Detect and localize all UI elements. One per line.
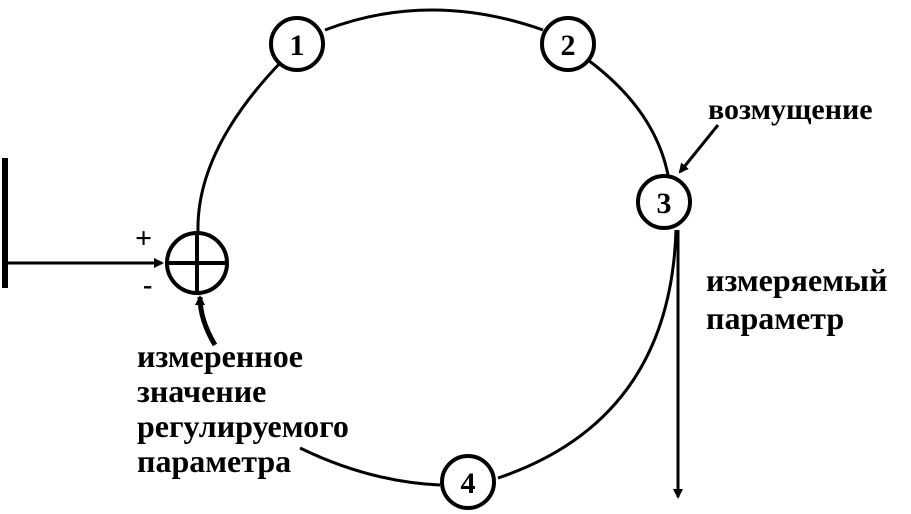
loop-arc-2-to-3 [587, 58, 670, 176]
disturbance-label: возмущение [708, 93, 873, 126]
loop-arc-4-to-label [299, 446, 441, 487]
measured-param-label-line1: измеряемый [706, 262, 888, 298]
loop-arc-sum-to-1 [196, 59, 284, 233]
node-1: 1 [269, 16, 325, 72]
node-2: 2 [540, 16, 596, 72]
feedback-label-line1: измеренное [137, 338, 303, 374]
loop-arc-1-to-2 [324, 8, 544, 32]
loop-arc-3-to-4 [497, 229, 678, 480]
feedback-label-line4: параметра [137, 443, 292, 479]
feedback-arrow [195, 295, 218, 347]
svg-text:3: 3 [657, 187, 672, 220]
svg-text:1: 1 [290, 29, 305, 62]
svg-text:4: 4 [461, 467, 476, 500]
measured-param-label-line2: параметр [706, 300, 845, 336]
plus-sign: + [135, 222, 153, 255]
summing-junction [165, 231, 229, 295]
disturbance-arrow [678, 124, 720, 174]
feedback-label-line2: значение [137, 373, 267, 409]
svg-text:2: 2 [561, 29, 576, 62]
node-3: 3 [636, 174, 692, 230]
node-4: 4 [440, 454, 496, 510]
feedback-label-line3: регулируемого [137, 408, 349, 444]
minus-sign: - [143, 270, 153, 301]
